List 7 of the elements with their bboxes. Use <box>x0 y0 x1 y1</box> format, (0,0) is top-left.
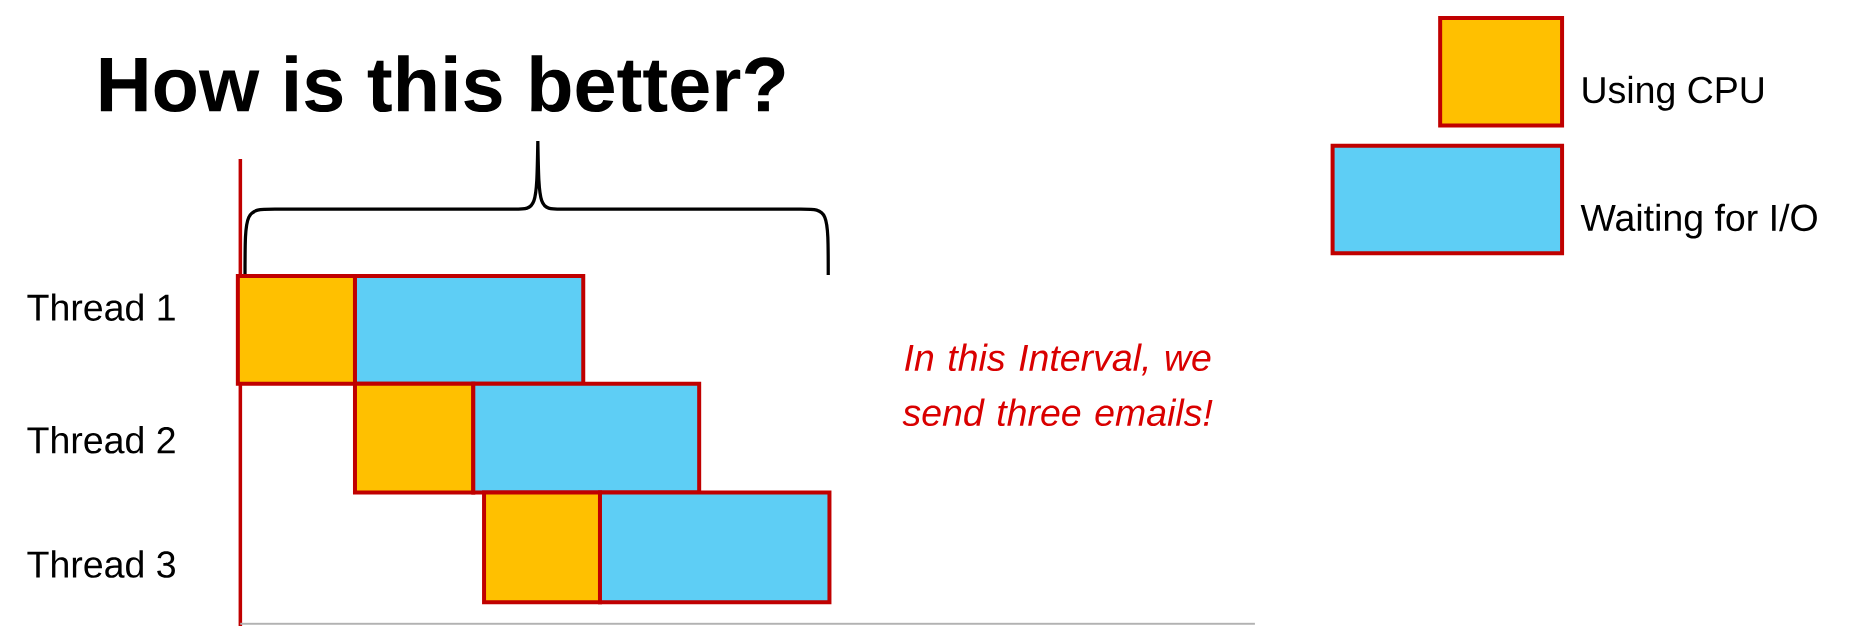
row-label: Thread 3 <box>27 550 175 578</box>
row-label: Thread 2 <box>27 425 175 454</box>
legend-label: Using CPU <box>1583 75 1763 111</box>
title: How is this better? <box>100 55 785 112</box>
row-label: Thread 1 <box>27 293 175 321</box>
annotation: In this Interval, we send three emails! <box>902 343 1213 426</box>
legend-label: Waiting for I/O <box>1580 203 1817 239</box>
